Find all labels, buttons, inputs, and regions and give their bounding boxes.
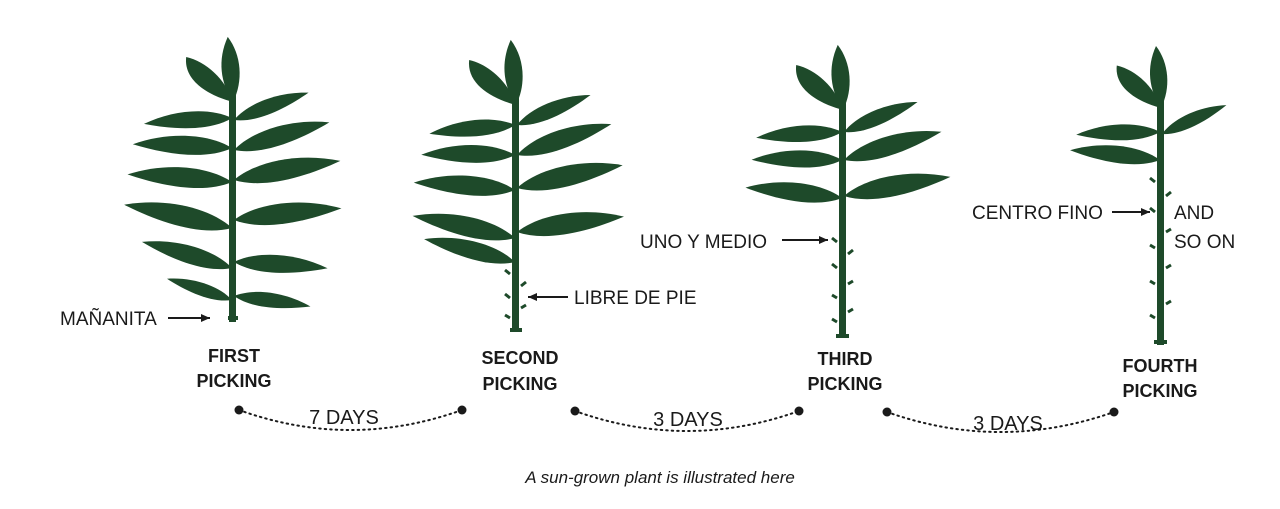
plant-leaf [233,248,329,281]
plant-bud [1154,340,1167,344]
plant-fourth-picking [1069,46,1230,345]
plant-leaf [1069,143,1161,166]
plant-leaf [842,169,952,203]
title-line: PICKING [807,374,882,394]
plant-bud [228,316,238,320]
plant-leaf [413,175,515,196]
plant-leaf [232,153,342,187]
label-text: UNO Y MEDIO [640,232,767,253]
label-text: MAÑANITA [60,308,157,330]
interval-label: 7 DAYS [309,407,379,429]
label-text: CENTRO FINO [972,203,1103,224]
label-libre-de-pie: LIBRE DE PIE [528,288,697,309]
title-line: FIRST [208,346,260,366]
title-line: PICKING [482,374,557,394]
plant-bud [504,268,527,320]
title-line: THIRD [818,349,873,369]
plant-leaf [515,209,625,239]
caption: A sun-grown plant is illustrated here [524,468,795,487]
plant-leaf [164,274,235,304]
title-fourth-picking: FOURTH PICKING [1122,356,1197,401]
plant-stem [229,90,236,322]
title-third-picking: THIRD PICKING [807,349,882,394]
plant-first-picking [122,36,342,322]
plant-leaf [139,235,235,274]
plant-leaf [233,200,342,227]
plant-leaf [122,197,235,235]
interval-label: 3 DAYS [973,413,1043,435]
plant-leaf [233,285,312,317]
plant-bud [1149,176,1172,320]
label-text: LIBRE DE PIE [574,288,697,309]
interval-1: 7 DAYS [234,405,467,431]
label-and: AND [1174,203,1214,224]
plant-stem [1157,100,1164,345]
interval-arc [238,409,463,431]
plant-leaf [132,133,233,158]
plant-bud [510,328,522,332]
label-so-on: SO ON [1174,232,1235,253]
plant-leaf [1075,120,1161,146]
plant-third-picking [745,44,952,338]
interval-2: 3 DAYS [570,406,804,432]
plant-stem [512,95,519,332]
label-manyanita: MAÑANITA [60,308,210,330]
plant-leaf [428,112,516,145]
label-centro-fino: CENTRO FINO AND SO ON [972,203,1235,253]
interval-3: 3 DAYS [882,407,1119,435]
plant-leaf [513,89,594,130]
plant-leaf [745,180,843,204]
plant-leaf [514,157,625,195]
plant-leaf [231,115,333,156]
title-line: PICKING [196,371,271,391]
plant-leaf [1158,100,1230,138]
plant-stem [839,100,846,338]
title-line: FOURTH [1123,356,1198,376]
plant-leaf [127,167,232,189]
plant-leaf [230,87,312,125]
title-second-picking: SECOND PICKING [481,348,558,394]
title-line: SECOND [481,348,558,368]
plant-leaf [420,141,516,167]
label-uno-y-medio: UNO Y MEDIO [640,232,828,253]
plant-leaf [840,96,921,137]
title-first-picking: FIRST PICKING [196,346,271,391]
interval-arc [574,410,800,432]
plant-leaf [755,119,843,149]
interval-arc [886,411,1115,433]
plant-bud [836,334,849,338]
plant-bud [831,236,854,324]
plant-leaf [751,147,843,172]
plant-second-picking [410,39,625,332]
interval-label: 3 DAYS [653,409,723,431]
plant-leaf [410,208,518,245]
plant-leaf [143,105,233,136]
title-line: PICKING [1122,381,1197,401]
interval-dot [794,406,804,416]
